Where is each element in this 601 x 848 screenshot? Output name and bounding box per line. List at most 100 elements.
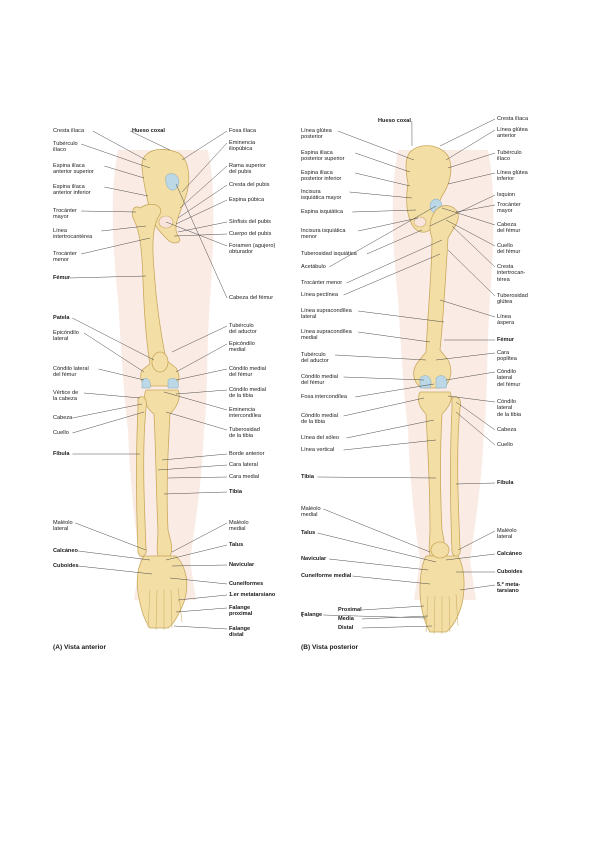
heel-posterior bbox=[430, 541, 450, 559]
leader-eminencia-iliopubica bbox=[181, 142, 228, 193]
acetabulum-cartilage-anterior bbox=[165, 173, 180, 191]
leader-linea-glutea-anterior bbox=[445, 129, 496, 161]
label-hueso-coxal-b: Hueso coxal bbox=[378, 118, 411, 124]
label-tuberculo-aductor-b: Tubérculo del aductor bbox=[301, 352, 329, 365]
leader-condilo-medial-femur-b bbox=[343, 376, 425, 381]
label-condilo-lateral-femur: Cóndilo lateral del fémur bbox=[53, 366, 89, 379]
leader-linea-intertrocanterea bbox=[101, 225, 147, 232]
toe-lines-anterior bbox=[147, 587, 183, 631]
leader-condilo-lateral-tibia bbox=[447, 395, 496, 403]
leader-vertice-cabeza bbox=[83, 392, 141, 399]
leader-trocanter-mayor bbox=[81, 210, 137, 213]
label-cabeza-b: Cabeza bbox=[497, 427, 517, 433]
label-cuneiformes: Cuneiformes bbox=[229, 581, 264, 587]
leader-epicondilo-medial bbox=[175, 343, 228, 373]
label-falange-proximal: Falange proximal bbox=[229, 605, 253, 618]
label-tuberosidad-tibia: Tuberosidad de la tibia bbox=[229, 427, 260, 440]
label-calcaneo-b: Calcáneo bbox=[497, 551, 522, 557]
label-hueso-coxal: Hueso coxal bbox=[132, 128, 165, 134]
leader-fosa-intercondilea bbox=[355, 383, 435, 398]
knee-cartilage-posterior bbox=[419, 375, 448, 389]
label-cabeza-femur: Cabeza del fémur bbox=[229, 295, 274, 301]
leader-falange-distal bbox=[361, 625, 433, 629]
label-condilo-lateral-femur-b: Cóndilo lateral del fémur bbox=[497, 369, 521, 388]
label-primer-metatarsiano: 1.er metatarsiano bbox=[229, 592, 276, 598]
label-cara-lateral: Cara lateral bbox=[229, 462, 258, 468]
leader-primer-metatarsiano bbox=[177, 594, 228, 601]
label-sinfisis-pubis: Sínfisis del pubis bbox=[229, 219, 271, 225]
label-condilo-medial-femur: Cóndilo medial del fémur bbox=[229, 366, 267, 379]
label-falange-b: Falange bbox=[301, 612, 323, 618]
label-linea-supracondilea-lateral: Línea supracondílea lateral bbox=[301, 308, 352, 321]
leader-eminencia-intercondilea bbox=[163, 391, 228, 411]
label-cuboides-b: Cuboides bbox=[497, 569, 523, 575]
label-epicondilo-medial: Epicóndilo medial bbox=[229, 341, 255, 354]
leader-foramen-obturador bbox=[165, 221, 228, 247]
label-isquion: Isquion bbox=[497, 192, 516, 198]
leader-espina-pubica bbox=[175, 199, 228, 225]
label-linea-supracondilea-medial: Línea supracondílea medial bbox=[301, 329, 352, 342]
label-falange-media: Media bbox=[338, 616, 354, 622]
leader-falange-media bbox=[361, 615, 429, 620]
leader-cuello bbox=[72, 411, 145, 434]
femur-anterior bbox=[132, 203, 180, 387]
leader-cabeza-femur bbox=[175, 183, 228, 299]
label-talus-b: Talus bbox=[301, 530, 316, 536]
leader-linea-supracondilea-medial bbox=[358, 331, 431, 343]
label-condilo-medial-tibia-b: Cóndilo medial de la tibia bbox=[301, 413, 339, 426]
label-epicondilo-lateral: Epicóndilo lateral bbox=[53, 330, 79, 343]
label-cuboides: Cuboides bbox=[53, 563, 79, 569]
leader-linea-vertical bbox=[343, 439, 437, 451]
label-navicular: Navicular bbox=[229, 562, 255, 568]
label-espina-iliaca-posterior-inferior: Espina ilíaca posterior inferior bbox=[301, 170, 342, 183]
leader-linea-glutea-inferior bbox=[447, 172, 496, 185]
knee-cartilage-anterior bbox=[141, 378, 179, 389]
label-tuberosidad-glutea: Tuberosidad glútea bbox=[497, 293, 528, 306]
leader-espina-iliaca-posterior-inferior bbox=[355, 172, 411, 187]
leader-espina-iliaca-anterior-superior bbox=[104, 165, 145, 179]
leader-cresta-iliaca-b bbox=[439, 118, 496, 147]
label-borde-anterior: Borde anterior bbox=[229, 451, 265, 457]
leader-condilo-lateral-femur-b bbox=[445, 371, 496, 381]
leader-hueso-coxal bbox=[129, 130, 171, 151]
label-linea-soleo: Línea del sóleo bbox=[301, 435, 339, 441]
leader-falange-proximal bbox=[175, 607, 228, 613]
label-femur: Fémur bbox=[53, 275, 71, 281]
leader-cabeza-femur-b bbox=[441, 207, 496, 226]
label-maleolo-lateral: Maléolo lateral bbox=[53, 520, 73, 533]
label-patela: Patela bbox=[53, 315, 70, 321]
leader-maleolo-medial bbox=[171, 522, 228, 553]
label-linea-vertical: Línea vertical bbox=[301, 447, 335, 453]
leader-tuberosidad-tibia bbox=[165, 411, 228, 431]
label-espina-iliaca-posterior-superior: Espina ilíaca posterior superior bbox=[301, 150, 345, 163]
leader-talus-b bbox=[317, 532, 437, 563]
leader-calcaneo bbox=[78, 550, 151, 561]
leader-linea-supracondilea-lateral bbox=[358, 310, 445, 323]
leader-espina-iliaca-posterior-superior bbox=[355, 152, 411, 173]
label-fosa-intercondilea: Fosa intercondílea bbox=[301, 394, 348, 400]
leader-navicular-b bbox=[329, 558, 429, 571]
leader-cuneiforme-medial bbox=[352, 575, 431, 585]
label-incisura-isquiatica-mayor: Incisura isquiática mayor bbox=[301, 189, 342, 202]
leader-acetabulo bbox=[328, 205, 437, 268]
label-linea-aspera: Línea áspera bbox=[497, 314, 515, 327]
label-femur-b: Fémur bbox=[497, 337, 515, 343]
label-quinto-metatarsiano: 5.º meta- tarsiano bbox=[497, 582, 521, 595]
leader-cuello-femur bbox=[445, 219, 496, 247]
label-rama-superior-pubis: Rama superior del pubis bbox=[229, 163, 266, 176]
leader-cresta-pubis bbox=[177, 184, 228, 219]
leader-maleolo-medial-b bbox=[323, 508, 431, 553]
leader-cuneiformes bbox=[169, 577, 228, 585]
label-linea-pectinea: Línea pectínea bbox=[301, 292, 339, 298]
leader-fibula-b bbox=[455, 482, 496, 485]
leader-trocanter-menor bbox=[81, 237, 151, 255]
leader-espina-iliaca-anterior-inferior bbox=[104, 186, 149, 197]
leader-tuberosidad-glutea bbox=[447, 249, 496, 297]
leader-cara-medial bbox=[167, 476, 228, 479]
label-cabeza-femur-b: Cabeza del fémur bbox=[497, 222, 521, 235]
leader-cabeza-b bbox=[455, 401, 496, 431]
label-trocanter-menor-b: Trocánter menor bbox=[301, 280, 343, 286]
leader-cuboides bbox=[78, 565, 153, 575]
